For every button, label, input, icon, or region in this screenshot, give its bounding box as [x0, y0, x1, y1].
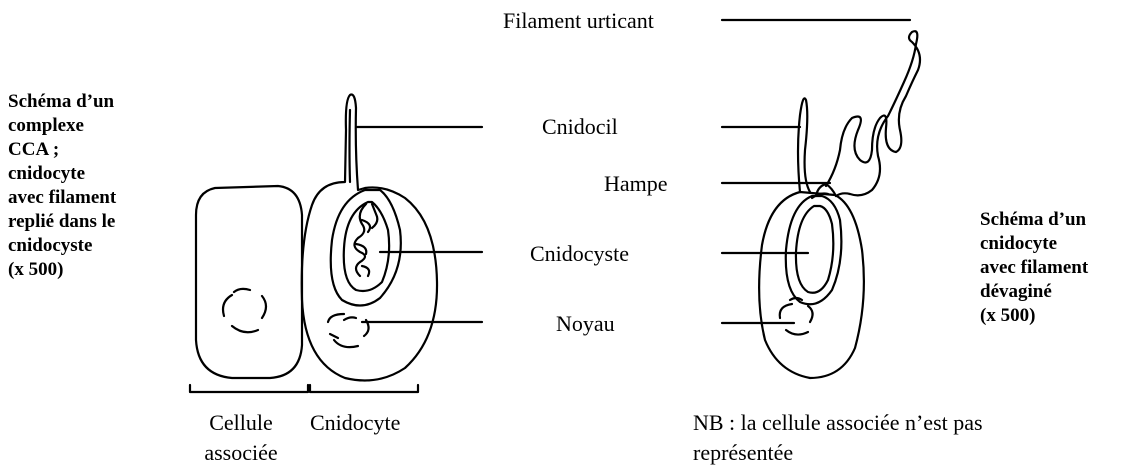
- bracket-cellule: [190, 385, 308, 392]
- label-associee: associée: [186, 440, 296, 466]
- associated-cell-outline: [196, 186, 302, 378]
- cnidocyte-nucleus: [328, 314, 369, 347]
- coiled-filament: [354, 204, 377, 276]
- caption-left: Schéma d’un complexe CCA ; cnidocyte ave…: [8, 90, 183, 282]
- label-cellule: Cellule: [186, 410, 296, 436]
- label-cnidocyste: Cnidocyste: [530, 241, 629, 267]
- everted-filament: [826, 31, 920, 196]
- label-hampe: Hampe: [604, 171, 668, 197]
- associated-cell-nucleus: [223, 289, 266, 332]
- caption-right: Schéma d’un cnidocyte avec filament déva…: [980, 208, 1140, 328]
- note-nb-line2: représentée: [693, 440, 793, 466]
- bracket-cnidocyte: [310, 385, 418, 392]
- label-filament-urticant: Filament urticant: [503, 8, 654, 34]
- label-noyau: Noyau: [556, 311, 615, 337]
- note-nb-line1: NB : la cellule associée n’est pas: [693, 410, 983, 436]
- cnidocyte-body-outline: [302, 95, 437, 381]
- label-cnidocyte: Cnidocyte: [310, 410, 400, 436]
- discharged-cnidocyte-body: [759, 192, 864, 378]
- label-cnidocil: Cnidocil: [542, 114, 618, 140]
